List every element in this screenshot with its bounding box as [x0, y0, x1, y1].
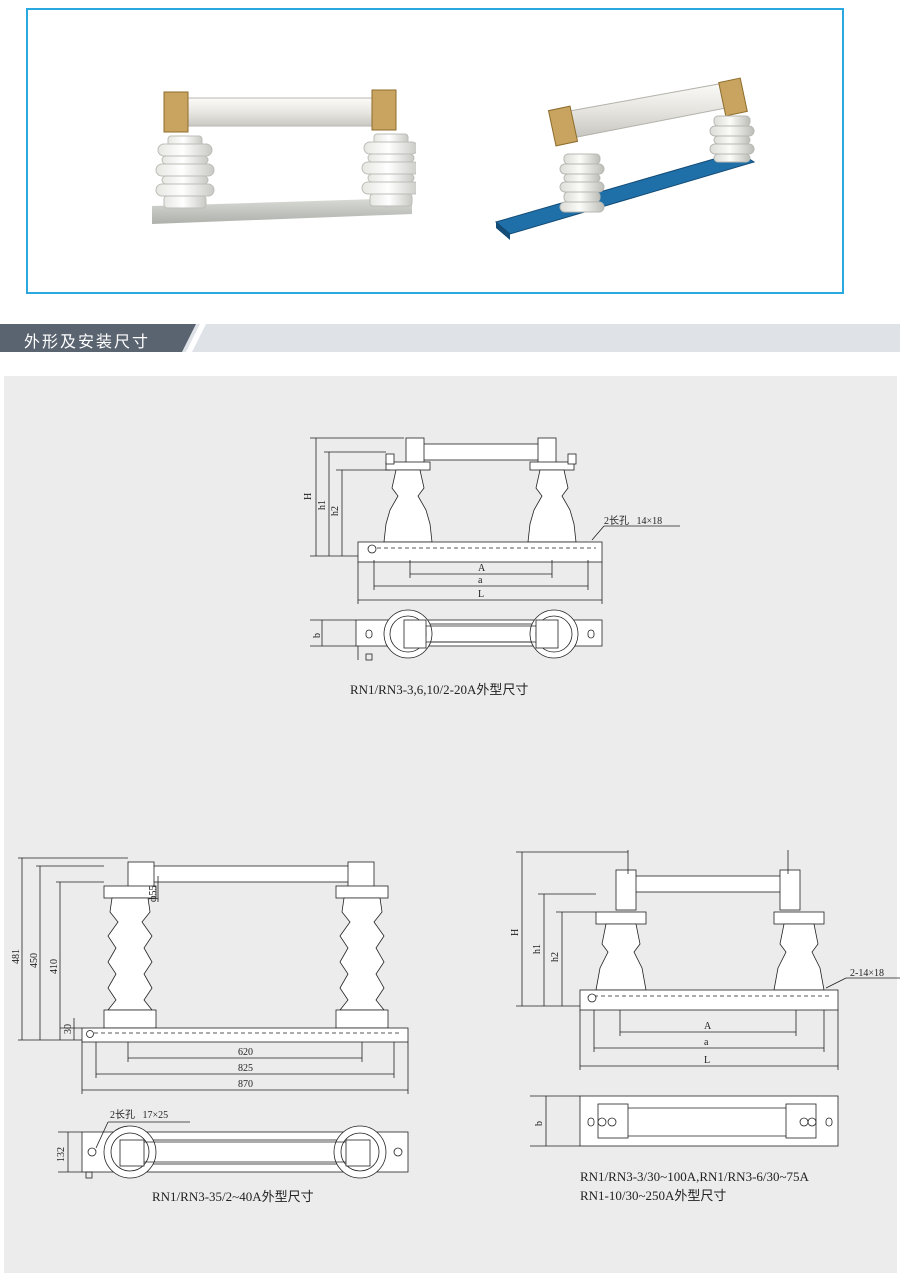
drawing-3-caption-line1: RN1/RN3-3/30~100A,RN1/RN3-6/30~75A	[580, 1169, 809, 1184]
fuse-photo-blue-base	[494, 77, 756, 240]
dim-481: 481	[11, 949, 22, 964]
dim-phi55: ф55	[148, 886, 159, 902]
dim-hole-3: 2-14×18	[850, 968, 884, 979]
dim-H: H	[510, 929, 521, 936]
section-banner	[0, 324, 900, 352]
dim-30: 30	[63, 1024, 74, 1034]
fuse-photo-grey-base	[152, 89, 416, 224]
dim-L: L	[704, 1055, 710, 1066]
dim-hole-2: 2长孔 17×25	[110, 1109, 168, 1121]
dim-h2: h2	[330, 506, 341, 516]
dim-825: 825	[238, 1063, 253, 1074]
drawing-1-caption: RN1/RN3-3,6,10/2-20A外型尺寸	[350, 682, 529, 697]
dim-h1: h1	[532, 944, 543, 954]
dim-132: 132	[56, 1147, 67, 1162]
dim-870: 870	[238, 1079, 253, 1090]
dim-b: b	[312, 633, 323, 638]
dim-H: H	[303, 493, 314, 500]
dim-a: a	[478, 575, 483, 586]
dim-h1: h1	[317, 500, 328, 510]
dim-450: 450	[29, 953, 40, 968]
dim-A: A	[478, 563, 486, 574]
dim-b: b	[534, 1121, 545, 1126]
dim-A: A	[704, 1021, 712, 1032]
dim-L: L	[478, 589, 484, 600]
dim-620: 620	[238, 1047, 253, 1058]
dim-a: a	[704, 1037, 709, 1048]
dim-h2: h2	[550, 952, 561, 962]
dim-hole: 2长孔 14×18	[604, 515, 662, 527]
drawing-2-caption: RN1/RN3-35/2~40A外型尺寸	[152, 1189, 314, 1204]
product-photo-frame	[26, 8, 844, 294]
dim-410: 410	[49, 959, 60, 974]
drawing-3-caption-line2: RN1-10/30~250A外型尺寸	[580, 1188, 727, 1203]
section-title: 外形及安装尺寸	[24, 332, 151, 351]
